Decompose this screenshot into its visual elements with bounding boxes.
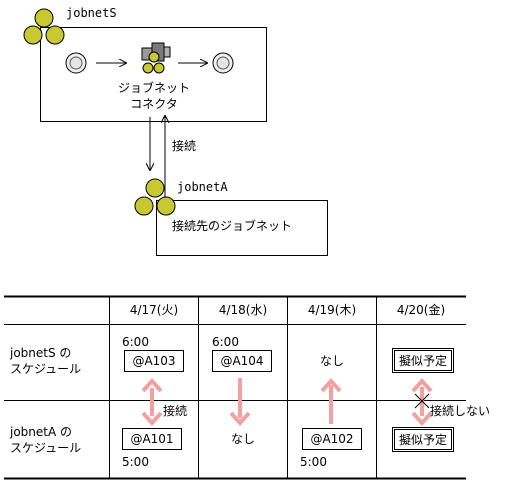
cell-value-s-4-17: @A103 <box>124 350 184 372</box>
arrow-double-4-20 <box>411 378 433 426</box>
cell-time-s-4-17: 6:00 <box>122 335 149 349</box>
jobnet-a-box <box>156 200 328 256</box>
connection-label: 接続 <box>172 139 197 153</box>
row-label-jobnet-s-line2: スケジュール <box>10 362 82 376</box>
schedule-table-grid <box>4 295 466 480</box>
cell-value-s-4-20: 擬似予定 <box>392 348 454 373</box>
connector-label-line1: ジョブネット <box>117 81 190 95</box>
jobnet-s-name: jobnetS <box>66 6 117 20</box>
jobnet-a-label: 接続先のジョブネット <box>172 219 293 233</box>
cell-value-a-4-18: なし <box>230 432 255 446</box>
cell-value-a-4-17: @A101 <box>122 428 182 450</box>
cell-time-a-4-17: 5:00 <box>122 455 149 469</box>
no-connection-cross-icon <box>414 393 430 409</box>
cell-value-s-4-18: @A104 <box>212 350 272 372</box>
column-header-4-17: 4/17(火) <box>129 303 179 317</box>
cell-value-s-4-19: なし <box>319 354 344 368</box>
arrow-up-4-19 <box>320 378 342 424</box>
arrow-double-4-17 <box>141 378 163 426</box>
connector-label-line2: コネクタ <box>130 97 178 111</box>
start-node-icon <box>65 52 87 74</box>
jobnet-s-icon <box>23 8 65 45</box>
row-label-jobnet-a-line1: jobnetA の <box>10 425 73 439</box>
row-label-jobnet-s-line1: jobnetS の <box>10 346 72 360</box>
jobnet-a-name: jobnetA <box>177 180 228 194</box>
cell-value-a-4-19: @A102 <box>302 428 362 450</box>
row-label-jobnet-a-line2: スケジュール <box>10 441 82 455</box>
arrow-down-4-18 <box>229 378 251 426</box>
cell-time-s-4-18: 6:00 <box>212 335 239 349</box>
column-header-4-19: 4/19(木) <box>307 303 357 317</box>
jobnet-a-icon <box>134 178 176 216</box>
end-node-icon <box>212 52 234 74</box>
column-header-4-20: 4/20(金) <box>396 303 446 317</box>
annotation-not-connected: 接続しない <box>430 404 491 418</box>
cell-value-a-4-20: 擬似予定 <box>392 427 454 452</box>
jobnet-connector-icon <box>141 42 171 74</box>
cell-time-a-4-19: 5:00 <box>300 455 327 469</box>
annotation-connected: 接続 <box>163 404 188 418</box>
column-header-4-18: 4/18(水) <box>218 303 268 317</box>
